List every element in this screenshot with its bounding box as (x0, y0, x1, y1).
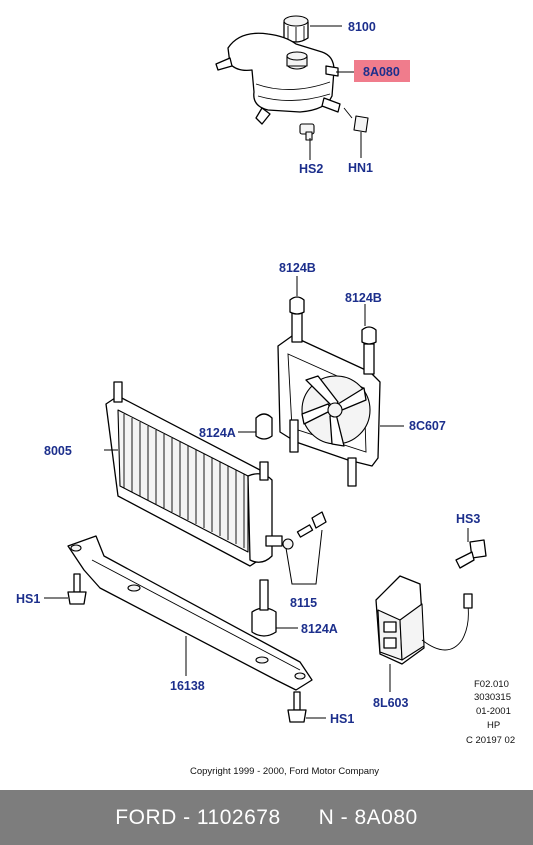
bolt-8115[interactable] (282, 511, 327, 550)
label-8124a-lower[interactable]: 8124A (301, 622, 338, 636)
label-hn1[interactable]: HN1 (348, 161, 373, 175)
bolt-hs1-right[interactable] (287, 691, 307, 723)
label-hs3[interactable]: HS3 (456, 512, 480, 526)
label-8l603[interactable]: 8L603 (373, 696, 408, 710)
bolt-hs1-left[interactable] (67, 573, 87, 605)
mount-8124b-right[interactable] (361, 326, 377, 345)
svg-text:C 20197 02: C 20197 02 (466, 735, 515, 746)
label-hs1-left[interactable]: HS1 (16, 592, 40, 606)
label-8a080[interactable]: 8A080 (363, 65, 400, 79)
label-hs2[interactable]: HS2 (299, 162, 323, 176)
bolt-hs3[interactable] (455, 539, 487, 569)
footer-spacer (281, 806, 319, 830)
label-hs1-right[interactable]: HS1 (330, 712, 354, 726)
parts-diagram: 8100 8A080 HS2 HN1 8124B 8124B 8C607 812… (16, 15, 515, 777)
label-8c607[interactable]: 8C607 (409, 419, 446, 433)
highlight-box (354, 60, 410, 82)
label-8100[interactable]: 8100 (348, 20, 376, 34)
mount-8124a-lower[interactable] (251, 579, 277, 637)
copyright-text: Copyright 1999 - 2000, Ford Motor Compan… (190, 766, 379, 777)
label-8124a-upper[interactable]: 8124A (199, 426, 236, 440)
label-8124b-left[interactable]: 8124B (279, 261, 316, 275)
mount-8124b-left[interactable] (289, 296, 305, 315)
part-number-footer: FORD - 1102678 N - 8A080 (0, 790, 533, 845)
radiator[interactable] (105, 381, 283, 567)
svg-text:HP: HP (487, 720, 500, 731)
label-8124b-right[interactable]: 8124B (345, 291, 382, 305)
lower-crossmember[interactable] (67, 535, 313, 691)
label-8115[interactable]: 8115 (290, 596, 317, 610)
fan-shroud-assembly[interactable] (277, 311, 381, 487)
label-8005[interactable]: 8005 (44, 444, 72, 458)
resistor-8l603[interactable] (375, 575, 473, 665)
footer-ref-number: N - 8A080 (318, 805, 418, 829)
expansion-tank[interactable] (215, 15, 369, 141)
label-16138[interactable]: 16138 (170, 679, 205, 693)
svg-text:3030315: 3030315 (474, 692, 511, 703)
footer-part-number: FORD - 1102678 (115, 805, 281, 829)
drawing-stamp: F02.010 3030315 01-2001 HP C 20197 02 (466, 679, 515, 746)
svg-text:F02.010: F02.010 (474, 679, 509, 690)
svg-text:01-2001: 01-2001 (476, 706, 511, 717)
mount-8124a-upper[interactable] (255, 413, 273, 440)
